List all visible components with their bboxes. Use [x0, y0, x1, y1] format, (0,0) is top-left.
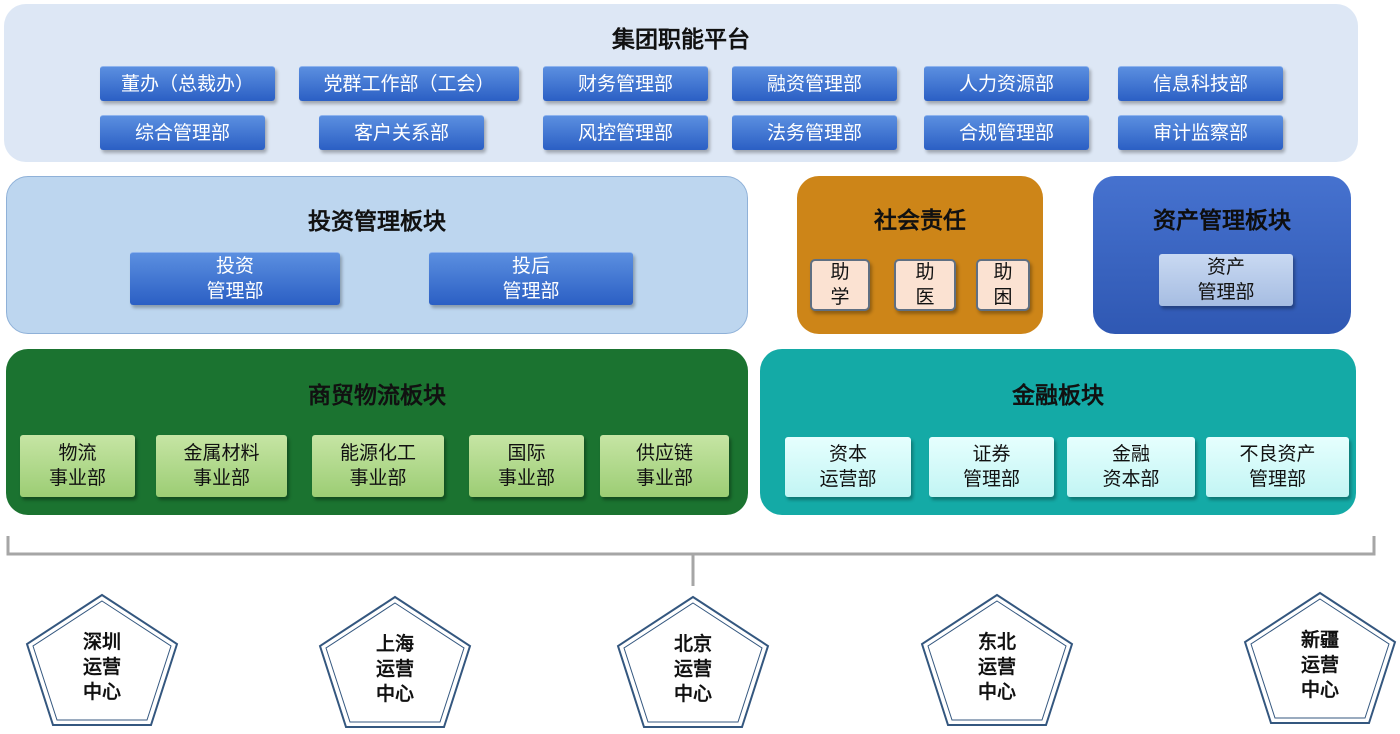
- center-northeast[interactable]: 东北 运营 中心: [919, 592, 1075, 728]
- center-line2: 运营: [1300, 654, 1339, 676]
- unit-poverty-aid[interactable]: 助 困: [976, 259, 1030, 311]
- unit-line2: 管理部: [1248, 468, 1306, 490]
- unit-line2: 事业部: [349, 467, 407, 489]
- unit-post-investment[interactable]: 投后 管理部: [429, 252, 633, 305]
- center-line1: 北京: [673, 633, 712, 655]
- unit-line2: 学: [830, 286, 850, 308]
- dept-finance[interactable]: 财务管理部: [543, 66, 708, 101]
- center-line3: 中心: [977, 681, 1016, 703]
- unit-line1: 投资: [215, 255, 254, 277]
- center-line2: 运营: [977, 656, 1016, 678]
- center-line2: 运营: [82, 656, 121, 678]
- center-label: 上海 运营 中心: [317, 632, 473, 707]
- dept-hr[interactable]: 人力资源部: [924, 66, 1089, 101]
- unit-energy-chemical[interactable]: 能源化工 事业部: [312, 435, 444, 497]
- center-label: 北京 运营 中心: [615, 632, 771, 707]
- unit-financial-capital[interactable]: 金融 资本部: [1067, 437, 1195, 497]
- center-beijing[interactable]: 北京 运营 中心: [615, 594, 771, 730]
- unit-line2: 医: [915, 286, 935, 308]
- unit-capital-operation[interactable]: 资本 运营部: [785, 437, 911, 497]
- center-line3: 中心: [82, 681, 121, 703]
- pentagon-shape: [1243, 591, 1397, 724]
- dept-compliance[interactable]: 合规管理部: [924, 115, 1089, 150]
- pentagon-shape: [318, 595, 472, 728]
- group-platform-title: 集团职能平台: [612, 27, 750, 53]
- unit-line2: 事业部: [635, 467, 693, 489]
- center-line2: 运营: [375, 658, 414, 680]
- pentagon-shape: [616, 595, 770, 728]
- unit-line1: 物流: [58, 442, 97, 464]
- unit-line1: 国际: [507, 442, 546, 464]
- unit-education-aid[interactable]: 助 学: [810, 259, 870, 311]
- unit-securities[interactable]: 证券 管理部: [929, 437, 1054, 497]
- finance-title: 金融板块: [1012, 383, 1104, 409]
- unit-line2: 困: [993, 286, 1013, 308]
- unit-medical-aid[interactable]: 助 医: [894, 259, 956, 311]
- asset-title: 资产管理板块: [1153, 208, 1291, 234]
- dept-party-work[interactable]: 党群工作部（工会）: [299, 66, 519, 101]
- dept-it[interactable]: 信息科技部: [1118, 66, 1283, 101]
- center-line3: 中心: [375, 683, 414, 705]
- unit-line2: 资本部: [1102, 468, 1160, 490]
- center-label: 深圳 运营 中心: [24, 630, 180, 705]
- dept-risk[interactable]: 风控管理部: [543, 115, 708, 150]
- unit-asset-mgmt[interactable]: 资产 管理部: [1159, 254, 1293, 306]
- unit-line1: 能源化工: [339, 442, 416, 464]
- unit-line2: 事业部: [497, 467, 555, 489]
- unit-international[interactable]: 国际 事业部: [469, 435, 584, 497]
- unit-line1: 供应链: [635, 442, 693, 464]
- unit-metal-materials[interactable]: 金属材料 事业部: [156, 435, 287, 497]
- unit-line1: 助: [830, 261, 850, 283]
- unit-line1: 金融: [1111, 443, 1150, 465]
- dept-general[interactable]: 综合管理部: [100, 115, 265, 150]
- unit-supply-chain[interactable]: 供应链 事业部: [600, 435, 729, 497]
- investment-panel: 投资管理板块: [6, 176, 748, 334]
- center-label: 新疆 运营 中心: [1242, 628, 1398, 703]
- unit-line2: 运营部: [819, 468, 877, 490]
- dept-chairman-office[interactable]: 董办（总裁办）: [100, 66, 275, 101]
- unit-line1: 助: [993, 261, 1013, 283]
- center-line1: 东北: [977, 631, 1016, 653]
- center-line1: 深圳: [82, 631, 121, 653]
- unit-logistics[interactable]: 物流 事业部: [20, 435, 135, 497]
- investment-title: 投资管理板块: [308, 209, 446, 235]
- dept-customer[interactable]: 客户关系部: [319, 115, 484, 150]
- unit-line2: 事业部: [192, 467, 250, 489]
- unit-line2: 管理部: [1197, 281, 1255, 303]
- social-title: 社会责任: [874, 208, 966, 234]
- center-line1: 上海: [375, 633, 414, 655]
- unit-line1: 助: [915, 261, 935, 283]
- center-shanghai[interactable]: 上海 运营 中心: [317, 594, 473, 730]
- unit-distressed-assets[interactable]: 不良资产 管理部: [1206, 437, 1349, 497]
- unit-line1: 投后: [511, 255, 550, 277]
- trade-title: 商贸物流板块: [308, 383, 446, 409]
- dept-legal[interactable]: 法务管理部: [732, 115, 897, 150]
- unit-line2: 管理部: [206, 280, 264, 302]
- dept-financing[interactable]: 融资管理部: [732, 66, 897, 101]
- center-line3: 中心: [1300, 679, 1339, 701]
- center-line3: 中心: [673, 683, 712, 705]
- unit-investment-mgmt[interactable]: 投资 管理部: [130, 252, 340, 305]
- unit-line1: 资本: [828, 443, 867, 465]
- unit-line2: 管理部: [502, 280, 560, 302]
- unit-line1: 资产: [1206, 256, 1245, 278]
- center-label: 东北 运营 中心: [919, 630, 1075, 705]
- unit-line2: 事业部: [48, 467, 106, 489]
- center-line2: 运营: [673, 658, 712, 680]
- unit-line1: 证券: [972, 443, 1011, 465]
- pentagon-shape: [920, 593, 1074, 726]
- unit-line1: 不良资产: [1239, 443, 1316, 465]
- center-shenzhen[interactable]: 深圳 运营 中心: [24, 592, 180, 728]
- center-xinjiang[interactable]: 新疆 运营 中心: [1242, 590, 1398, 726]
- pentagon-shape: [25, 593, 179, 726]
- unit-line1: 金属材料: [183, 442, 260, 464]
- dept-audit[interactable]: 审计监察部: [1118, 115, 1283, 150]
- center-line1: 新疆: [1300, 629, 1339, 651]
- unit-line2: 管理部: [962, 468, 1020, 490]
